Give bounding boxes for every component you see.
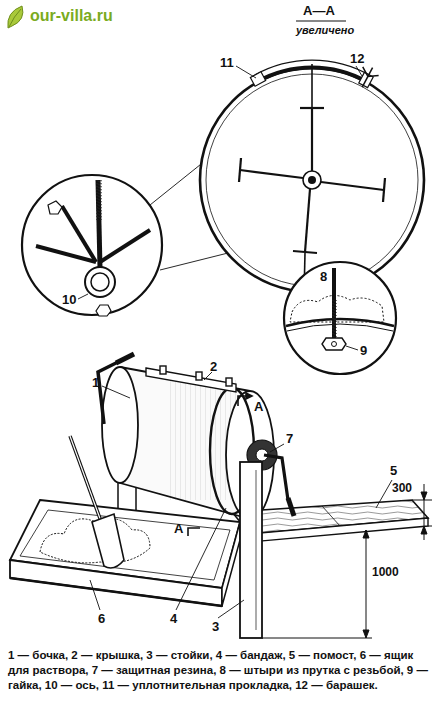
callout-number: 7: [286, 432, 293, 446]
callout-number: 3: [212, 620, 219, 634]
callout-number: 10: [62, 293, 76, 307]
section-letter: А: [174, 522, 183, 536]
pin-detail: [284, 262, 396, 374]
callout-number: 11: [220, 56, 234, 70]
dimension: 300: [392, 482, 412, 495]
callout-number: 8: [320, 270, 327, 284]
watermark: our-villa.ru: [30, 7, 113, 25]
section-title: А—А: [303, 4, 335, 18]
callout-number: 12: [350, 52, 364, 66]
callout-number: 6: [98, 612, 105, 626]
section-marker: [188, 393, 252, 536]
section-view: [200, 60, 424, 296]
callout-number: 4: [170, 612, 177, 626]
section-note: увеличено: [296, 24, 354, 36]
callout-number: 1: [92, 376, 99, 390]
caption: 1 — бочка, 2 — крышка, 3 — стойки, 4 — б…: [8, 648, 428, 693]
dimension-lines: [262, 484, 432, 638]
callout-number: 5: [390, 464, 397, 478]
leader-lines: [90, 66, 392, 618]
callout-number: 2: [210, 360, 217, 374]
front-post: [240, 455, 294, 638]
watermark-leaf: [8, 6, 23, 28]
callout-number: 9: [360, 344, 367, 358]
mortar-tray: [10, 500, 240, 606]
axis-detail: [22, 175, 162, 316]
section-letter: А: [254, 400, 263, 414]
dimension: 1000: [372, 566, 399, 579]
